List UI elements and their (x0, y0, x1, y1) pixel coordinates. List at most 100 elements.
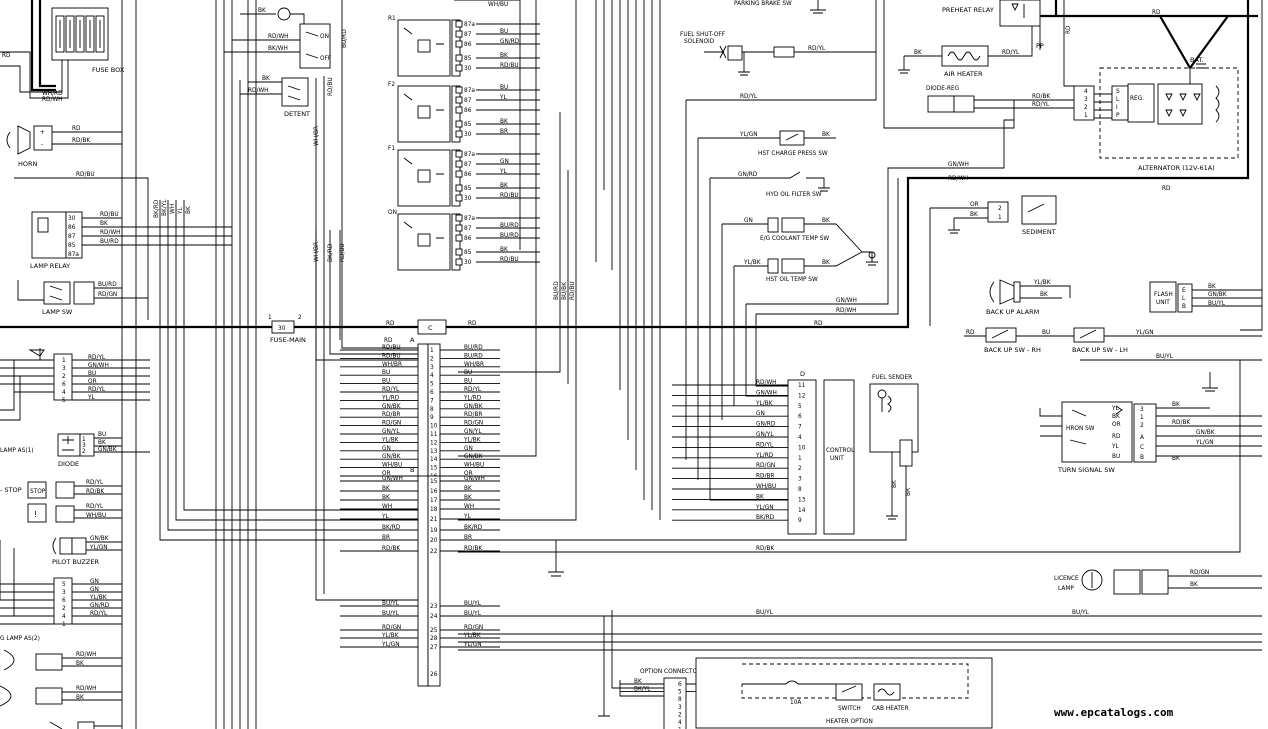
conn-b-left-label: YL/GN (381, 642, 400, 648)
connector-c-left: RD (386, 321, 395, 327)
relay-pin-label: 30 (464, 132, 472, 138)
relay-pin-label: 87 (464, 226, 472, 232)
licence-lamp: LICENCE LAMP RD/GN BK (1054, 569, 1262, 595)
fu-wire-bk: BK (1208, 284, 1216, 290)
ps-wire-rd-yl: RD/YL (740, 94, 758, 100)
relay-wire-label: GN/RD (500, 39, 520, 45)
svg-text:3: 3 (1140, 407, 1144, 413)
conn-a-left-label: GN (382, 446, 391, 452)
diode-wire-bk: BK (98, 440, 106, 446)
relay-pin-label: 87a (464, 216, 475, 222)
bus-lh-wire-yl-bu: YL/GN (1135, 330, 1154, 336)
conn-d-wire-label: GN/YL (756, 432, 774, 438)
flash-unit-label-1: FLASH (1154, 292, 1173, 298)
relay-pin-label: 86 (464, 236, 472, 242)
conn-a-pin-number: 13 (430, 449, 438, 455)
relay-pin-label: 87 (464, 32, 472, 38)
conn-a-left-label: BU (382, 379, 390, 385)
main-power-lines (0, 0, 1258, 329)
conn-a-right-label: BU/RD (464, 353, 483, 359)
svg-text:1: 1 (998, 215, 1002, 221)
relay-pin-box (455, 258, 463, 266)
lc1-pin-number: 1 (62, 358, 66, 364)
back-up-sw-rh-label: BACK UP SW - RH (984, 346, 1041, 354)
af-wire-rd-2: RD (1162, 186, 1171, 192)
relay-pin-label: 85 (464, 186, 472, 192)
relay-pin-box (455, 184, 463, 192)
hs-out-rd-bk: RD/BK (1172, 420, 1190, 426)
licence-label-2: LAMP (1058, 586, 1074, 592)
fss-label-1: FUEL SHUT-OFF (680, 32, 725, 38)
bus-rh-wire-rd: RD (966, 330, 975, 336)
control-unit-label-1: CONTROL (826, 448, 855, 454)
ect-wire-bk: BK (822, 218, 830, 224)
lc2-wire-label: RD/YL (90, 611, 108, 617)
stop-lamps: - STOP STOP RD/YL RD/BK ! RD/YL WH/BU (0, 480, 122, 523)
conn-d-pin-number: 3 (798, 477, 802, 483)
hs-out-bk-2: BK (1172, 456, 1180, 462)
conn-b-pin-number: 22 (430, 549, 438, 555)
relay-wire-label: YL (499, 169, 508, 175)
svg-text:I: I (1116, 105, 1118, 111)
back-up-sw-lh-label: BACK UP SW - LH (1072, 346, 1128, 354)
conn-b-left-label: YL (381, 514, 390, 520)
conn-b-pin-number: 23 (430, 604, 438, 610)
relay-pin-block (451, 213, 461, 271)
licence-label-1: LICENCE (1054, 576, 1079, 582)
diode-reg-label: DIODE-REG (926, 86, 960, 92)
connector-c-right: RD (468, 321, 477, 327)
relay-pin-box (455, 86, 463, 94)
diode-label: DIODE (58, 460, 79, 468)
conn-d-wire-label: GN/WH (756, 390, 777, 396)
relay-name: R1 (388, 16, 396, 22)
lamp-relay-wire-rd-bu: RD/BU (76, 172, 95, 178)
conn-d-wire-label: RD/YL (756, 442, 774, 448)
cab-heater-label: CAB HEATER (872, 706, 909, 712)
pilot-buzzer-label: PILOT BUZZER (52, 558, 99, 566)
conn-a-right-label: RD/GN (464, 421, 483, 427)
conn-a-left-label: RD/BU (382, 353, 401, 359)
conn-a-left-block (417, 343, 429, 481)
hyd-oil-filter-label: HYD OIL FILTER SW (766, 192, 822, 198)
ect-wire-gn: GN (744, 218, 753, 224)
ph-wire-rd: RD (1066, 25, 1072, 34)
detent-switch: BK ON OFF RD/WH BK/WH BU/RD BK RD/WH DET… (224, 0, 418, 601)
conn-d-wire-label: BK/RD (756, 515, 775, 521)
br-wire-bu-yl-2: BU/YL (1072, 610, 1090, 616)
conn-a-left-label: OR (382, 471, 391, 477)
hs-wire-yl-2: YL (1111, 444, 1120, 450)
connector-right-bus: BU/RD BU/BK RD/BU (458, 0, 661, 577)
fuel-sender: FUEL SENDER BK BR (458, 375, 919, 541)
conn-a-pin-number: 4 (430, 373, 434, 379)
sed-wire-or: OR (970, 202, 979, 208)
conn-a-right-label: GN/BK (464, 454, 483, 460)
lc1-pin-number: 4 (62, 390, 66, 396)
conn-a-pin-number: 6 (430, 390, 434, 396)
svg-text:B: B (1140, 455, 1144, 461)
horn: + - RD RD/BK HORN (6, 125, 122, 168)
conn-b-left-label: GN/WH (382, 476, 403, 482)
diode-wire-gn-bk: GN/BK (98, 447, 117, 453)
conn-a-left-label: RD/BU (382, 345, 401, 351)
af-wire-rd-wh: RD/WH (836, 308, 857, 314)
fuse-box-label: FUSE BOX (92, 66, 125, 74)
lc2-wire-label: GN/RD (90, 603, 110, 609)
svg-text:2: 2 (82, 449, 86, 455)
back-up-alarm-label: BACK UP ALARM (986, 308, 1039, 316)
fuse-box: FUSE BOX WH/RD RD/WH RD (0, 0, 137, 729)
relay-pin-block (451, 19, 461, 77)
hst-oil-temp-label: HST OIL TEMP SW (766, 277, 818, 283)
horn-label: HORN (18, 160, 38, 168)
conn-b-left-label: BK (382, 486, 390, 492)
hs-wire-bk: BK (1112, 414, 1120, 420)
lc2-wire-label: GN (90, 579, 99, 585)
bottom-left-lamps: RD/WH BK RD/WH BK (0, 649, 122, 729)
bl1-wire-bk: BK (76, 661, 84, 667)
dr-wire-rd-yl: RD/YL (1032, 102, 1050, 108)
lamp-sw-label: LAMP SW (42, 308, 73, 316)
svg-text:REG.: REG. (1130, 96, 1144, 102)
relay-wire-label: BK (500, 53, 508, 59)
conn-b-right-label: BK (464, 495, 472, 501)
